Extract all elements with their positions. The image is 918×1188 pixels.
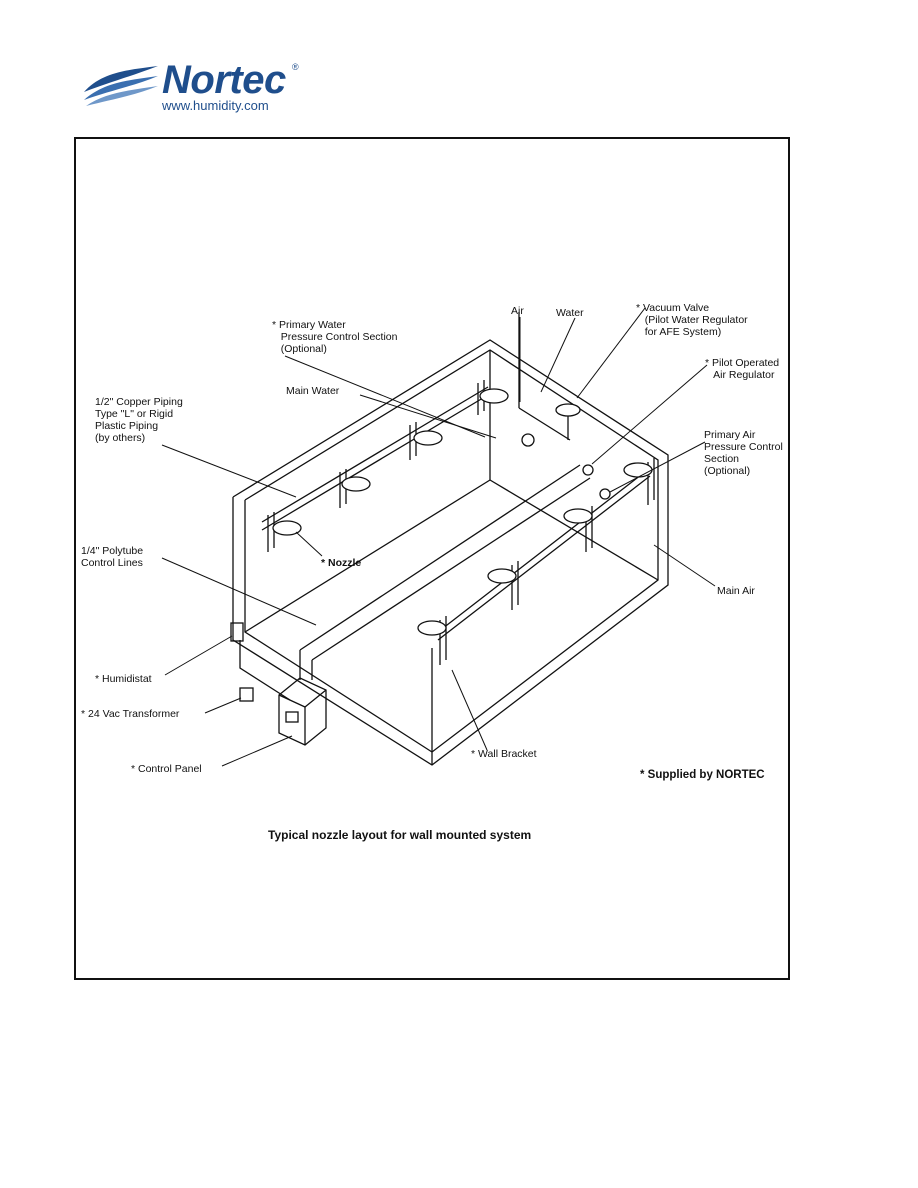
label-primary-water: * Primary Water Pressure Control Section… [272, 319, 398, 355]
nortec-logo: Nortec ® www.humidity.com [82, 58, 302, 118]
figure-frame [74, 137, 790, 980]
brand-name: Nortec [162, 58, 286, 102]
label-polytube: 1/4" Polytube Control Lines [81, 545, 144, 569]
room-outline [232, 339, 669, 766]
registered-mark: ® [292, 62, 299, 72]
figure-caption: Typical nozzle layout for wall mounted s… [268, 828, 532, 842]
label-pilot-air-regulator: * Pilot Operated Air Regulator [705, 357, 780, 381]
nozzles [272, 388, 653, 636]
label-main-air: Main Air [717, 585, 755, 597]
transformer-box [239, 687, 254, 702]
control-panel-box [278, 677, 327, 746]
label-primary-air: Primary Air Pressure Control Section (Op… [704, 429, 783, 477]
label-humidistat: * Humidistat [95, 673, 152, 685]
label-air: Air [511, 305, 524, 317]
label-supplied-by: * Supplied by NORTEC [640, 769, 765, 781]
label-transformer: * 24 Vac Transformer [81, 708, 180, 720]
label-water: Water [556, 307, 584, 319]
label-control-panel: * Control Panel [131, 763, 202, 775]
pipes [239, 312, 651, 701]
label-wall-bracket: * Wall Bracket [471, 748, 537, 760]
label-vacuum-valve: * Vacuum Valve (Pilot Water Regulator fo… [636, 302, 748, 338]
leader-lines [161, 307, 716, 767]
humidistat-box [230, 622, 244, 642]
label-main-water: Main Water [286, 385, 340, 397]
wave-logo-icon [84, 66, 158, 106]
label-nozzle: * Nozzle [321, 557, 362, 569]
wall-brackets [267, 380, 655, 665]
label-copper-piping: 1/2" Copper Piping Type "L" or Rigid Pla… [95, 396, 183, 444]
brand-url: www.humidity.com [162, 98, 269, 113]
valves [521, 403, 611, 500]
